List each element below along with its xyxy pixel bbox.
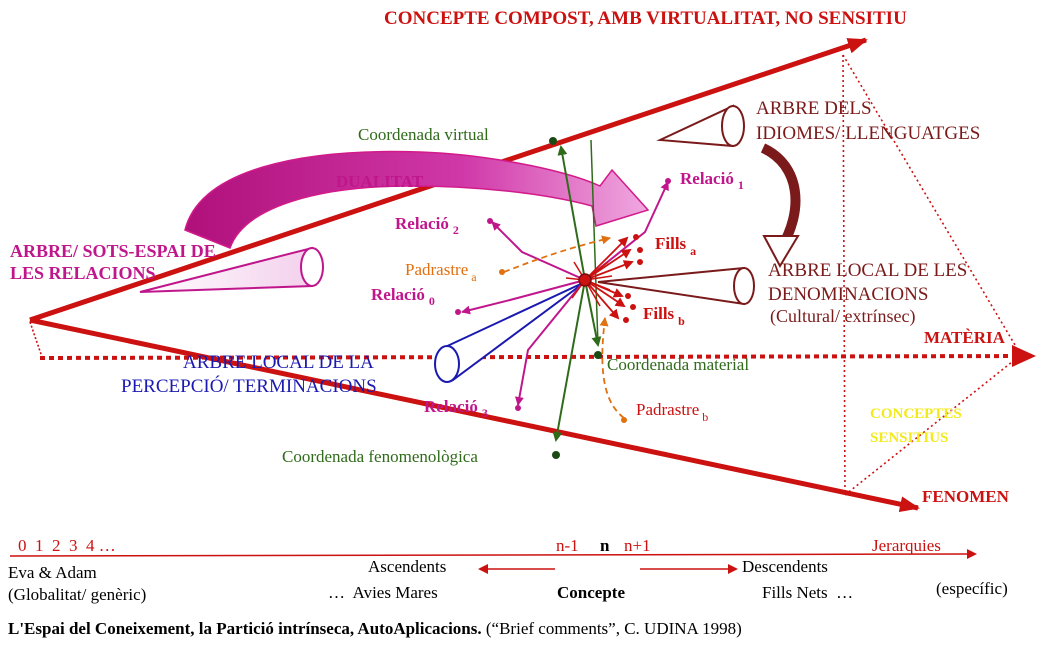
idiomes-to-denominacions-arrow	[760, 143, 801, 253]
cone-idiomes	[656, 104, 745, 148]
virtual-dot	[549, 137, 557, 145]
base-vertical-line	[842, 54, 846, 496]
materia-axis	[39, 354, 1031, 360]
material-coordinate-line	[584, 279, 602, 347]
materia-label: MATÈRIA	[924, 328, 1006, 347]
coord-material-label: Coordenada material	[607, 355, 749, 374]
cone-lower-edge	[29, 317, 920, 513]
base-diag-upper	[842, 54, 1016, 346]
scale-jerarquies: Jerarquies	[872, 536, 941, 555]
arbre-denominacions-label-3: (Cultural/ extrínsec)	[770, 306, 915, 327]
caption: L'Espai del Coneixement, la Partició int…	[8, 619, 742, 638]
coord-virtual-label: Coordenada virtual	[358, 125, 489, 144]
arbre-idiomes-label-2: IDIOMES/ LLENGUATGES	[756, 123, 980, 144]
arbre-denominacions-label-2: DENOMINACIONS	[768, 284, 928, 305]
concepte-compost-label: CONCEPTE COMPOST, AMB VIRTUALITAT, NO SE…	[384, 8, 907, 29]
relacio-3-arrow	[515, 279, 586, 406]
arbre-relacions-label-2: LES RELACIONS	[10, 263, 156, 283]
central-concept-node	[578, 273, 592, 287]
hierarchy-scale-line	[9, 549, 977, 560]
fenomen-label: FENOMEN	[922, 487, 1010, 506]
padrastre-b-line	[599, 317, 625, 419]
scale-numbers: 0 1 2 3 4 …	[18, 536, 116, 555]
arbre-relacions-label-1: ARBRE/ SOTS-ESPAI DE	[10, 241, 216, 261]
arbre-percepcio-label-1: ARBRE LOCAL DE LA	[183, 352, 374, 373]
ascendents-label: Ascendents	[368, 557, 446, 576]
arbre-percepcio-label-2: PERCEPCIÓ/ TERMINACIONS	[121, 375, 377, 397]
fills-nets-label: Fills Nets …	[762, 583, 853, 602]
materia-arrowhead	[1012, 345, 1036, 367]
material-dot	[594, 351, 602, 359]
conceptes-sensitius-label-2: SENSITIUS	[870, 430, 948, 446]
dualitat-label: DUALITAT	[336, 172, 424, 191]
conceptes-sensitius-label-1: CONCEPTES	[870, 406, 962, 422]
fenomenologica-dot	[552, 451, 560, 459]
padrastre-a-line	[503, 235, 611, 273]
cone-percepcio	[434, 281, 586, 383]
coord-fenomenologica-label: Coordenada fenomenològica	[282, 447, 478, 466]
concepte-label: Concepte	[557, 583, 625, 602]
relacio-1-dot	[665, 178, 671, 184]
arbre-idiomes-label-1: ARBRE DELS	[756, 98, 872, 119]
cone-denominacions	[597, 266, 755, 306]
dualitat-arrow	[184, 150, 650, 249]
relacio-2-arrow	[491, 221, 586, 281]
relacio-3-dot	[515, 405, 521, 411]
avies-mares-label: … Avies Mares	[328, 583, 438, 602]
base-diag-lower	[844, 361, 1013, 496]
arbre-denominacions-label-1: ARBRE LOCAL DE LES	[768, 260, 967, 281]
scale-n-minus: n-1	[556, 536, 579, 555]
fenomenologica-coordinate-line	[552, 279, 586, 442]
globalitat-label: (Globalitat/ genèric)	[8, 585, 146, 604]
idiomes-arrowhead	[762, 235, 800, 269]
scale-n-plus: n+1	[624, 536, 651, 555]
descendents-label: Descendents	[742, 557, 828, 576]
especific-label: (específic)	[936, 579, 1008, 598]
padrastre-b-dot	[621, 417, 627, 423]
virtual-coordinate-line	[557, 145, 586, 281]
relacio-0-arrow	[461, 279, 586, 315]
relacio-2-dot	[487, 218, 493, 224]
relacio-0-dot	[455, 309, 461, 315]
scale-n: n	[600, 536, 610, 555]
eva-adam-label: Eva & Adam	[8, 563, 97, 582]
cone-relacions	[139, 246, 324, 293]
padrastre-a-dot	[499, 269, 505, 275]
cone-left-vertical	[29, 321, 43, 358]
